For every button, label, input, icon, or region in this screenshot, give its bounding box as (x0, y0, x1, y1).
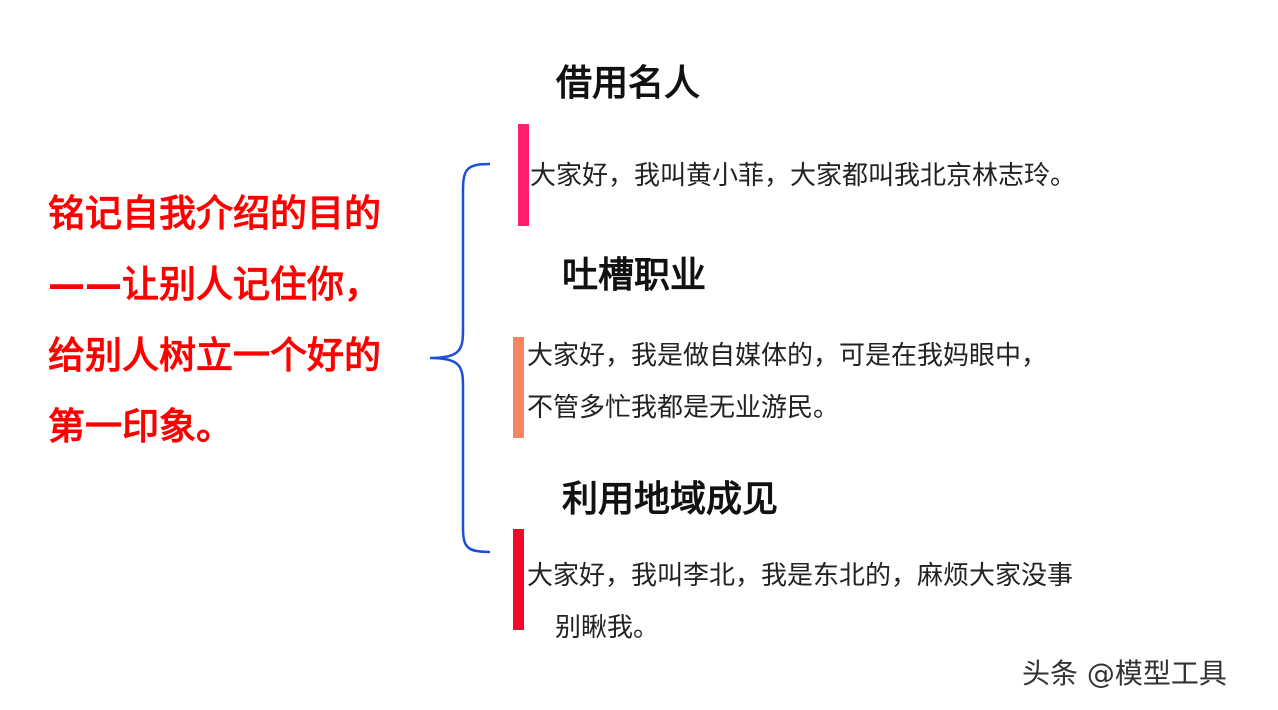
purpose-note-line: 第一印象。 (48, 405, 233, 448)
curly-brace (429, 162, 491, 554)
purpose-note-line: 铭记自我介绍的目的 (48, 192, 381, 235)
purpose-note-line: 给别人树立一个好的 (48, 334, 381, 377)
accent-bar-celebrity (518, 124, 529, 226)
accent-bar-profession (513, 337, 524, 438)
section-heading-celebrity: 借用名人 (556, 63, 701, 104)
section-body-celebrity: 大家好，我叫黄小菲，大家都叫我北京林志玲。 (530, 150, 1076, 202)
section-body-line: 不管多忙我都是无业游民。 (527, 393, 840, 423)
section-body-line: 别瞅我。 (555, 613, 660, 643)
section-body-region: 大家好，我叫李北，我是东北的，麻烦大家没事 别瞅我。 (527, 550, 1073, 654)
section-heading-profession: 吐槽职业 (562, 255, 707, 296)
curly-brace-path (429, 162, 491, 554)
purpose-note: 铭记自我介绍的目的 ——让别人记住你， 给别人树立一个好的 第一印象。 (48, 178, 438, 462)
section-body-line: 大家好，我是做自媒体的，可是在我妈眼中， (527, 341, 1048, 371)
purpose-note-line: ——让别人记住你， (48, 263, 381, 306)
section-body-profession: 大家好，我是做自媒体的，可是在我妈眼中， 不管多忙我都是无业游民。 (527, 330, 1047, 434)
section-body-line: 大家好，我叫黄小菲，大家都叫我北京林志玲。 (530, 161, 1077, 191)
section-heading-region: 利用地域成见 (562, 479, 779, 520)
accent-bar-region (513, 529, 524, 630)
section-body-line: 大家好，我叫李北，我是东北的，麻烦大家没事 (527, 561, 1074, 591)
watermark: 头条 @模型工具 (1022, 657, 1227, 690)
